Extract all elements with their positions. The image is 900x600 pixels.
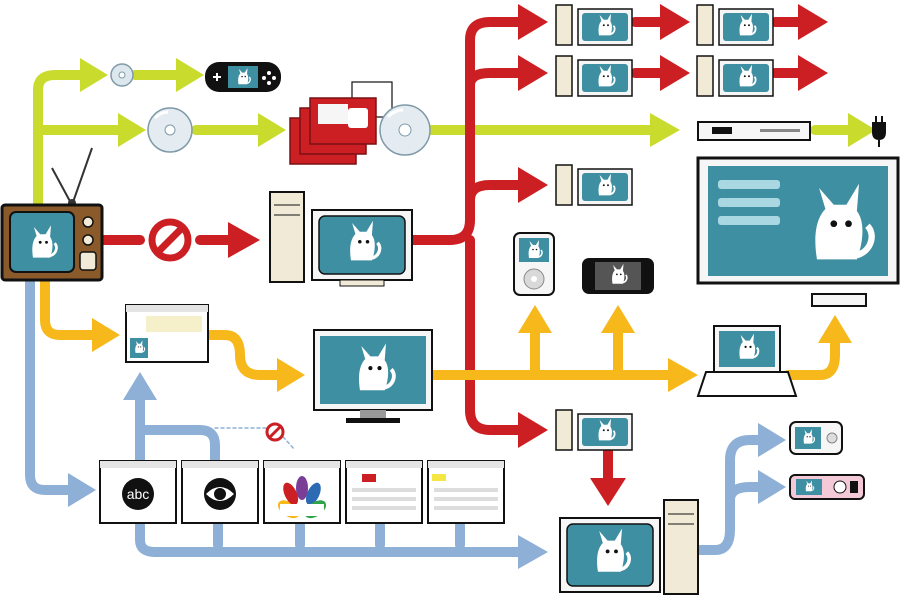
desktop-computer-icon xyxy=(555,164,633,206)
desktop-computer-icon xyxy=(269,191,413,287)
blue-flow xyxy=(25,277,786,569)
desktop-computer-icon xyxy=(555,55,633,97)
dvd-disc-icon xyxy=(110,63,134,87)
desktop-computer-icon xyxy=(696,55,774,97)
peacock-logo-icon xyxy=(277,476,327,519)
set-top-box-icon xyxy=(697,121,811,141)
desktop-computer-icon xyxy=(555,409,633,451)
dvd-disc-icon xyxy=(147,107,193,153)
desktop-computer-icon xyxy=(555,4,633,46)
no-sign-icon xyxy=(265,422,285,442)
flat-screen-tv-icon xyxy=(696,156,900,307)
power-plug-icon xyxy=(872,116,886,147)
computer-monitor-icon xyxy=(313,329,433,423)
desktop-computer-icon xyxy=(696,4,774,46)
smartphone-icon xyxy=(582,258,654,294)
handheld-game-icon xyxy=(205,62,281,92)
media-player-icon xyxy=(513,232,555,296)
no-sign-icon xyxy=(148,218,192,262)
laptop-icon xyxy=(696,325,798,397)
mobile-phone-icon xyxy=(789,474,865,500)
web-browser-window-icon: abc xyxy=(99,460,177,524)
orange-flow xyxy=(40,275,852,392)
dvd-case-stack-icon xyxy=(289,81,393,165)
abc-logo-icon xyxy=(122,478,154,510)
retro-tv-icon xyxy=(0,147,104,282)
web-page-icon xyxy=(427,460,505,524)
web-browser-window-icon xyxy=(125,304,209,363)
desktop-computer-icon xyxy=(559,499,699,595)
red-flow xyxy=(95,4,828,506)
mobile-phone-icon xyxy=(789,421,843,455)
web-browser-window-icon xyxy=(263,460,341,524)
web-page-icon xyxy=(345,460,423,524)
dvd-disc-icon xyxy=(379,104,431,156)
abc-label: abc xyxy=(127,486,150,502)
eye-logo-icon xyxy=(204,478,236,510)
web-browser-window-icon xyxy=(181,460,259,524)
